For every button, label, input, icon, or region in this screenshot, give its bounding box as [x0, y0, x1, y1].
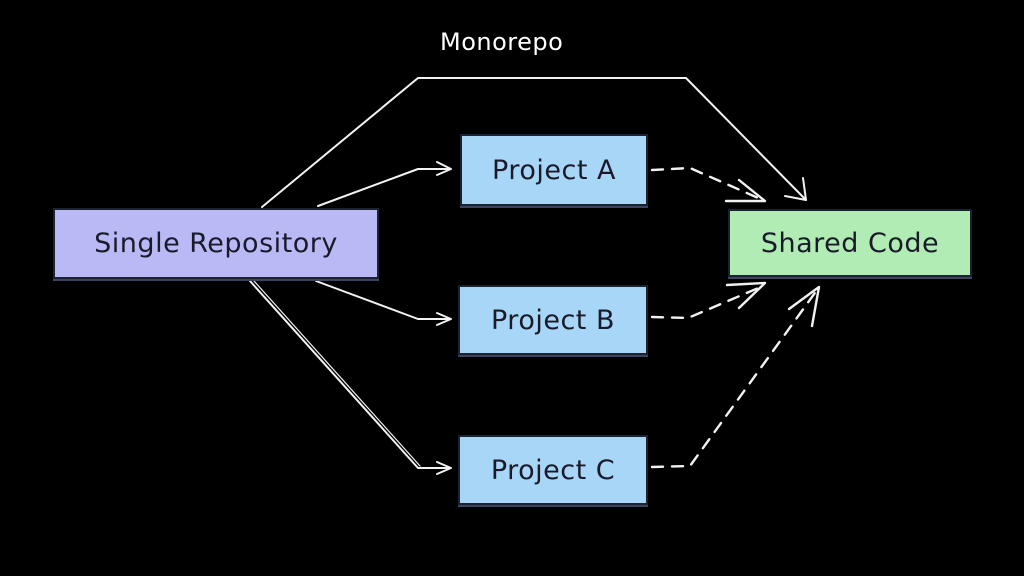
edge-single-to-project-a — [317, 168, 451, 207]
edge-single-to-project-c-double — [253, 280, 421, 467]
node-project-a[interactable]: Project A — [460, 134, 648, 206]
arrowhead-project-c — [436, 461, 452, 475]
node-project-b[interactable]: Project B — [458, 285, 648, 355]
edge-project-c-to-shared — [650, 288, 819, 469]
arrowhead-shared-from-b — [725, 281, 767, 310]
arrowhead-shared-from-a — [724, 178, 767, 203]
diagram-title: Monorepo — [440, 28, 564, 56]
node-project-c[interactable]: Project C — [458, 435, 648, 505]
edge-single-to-project-b — [315, 280, 451, 320]
edge-single-to-project-c — [249, 280, 451, 469]
node-single-repository[interactable]: Single Repository — [53, 208, 379, 279]
node-label: Project A — [492, 154, 616, 186]
node-label: Shared Code — [760, 227, 940, 259]
arrowhead-project-b — [436, 312, 452, 326]
node-label: Project C — [490, 454, 616, 486]
node-label: Single Repository — [94, 228, 338, 259]
edge-project-b-to-shared — [650, 284, 765, 320]
edge-project-a-to-shared — [650, 166, 767, 203]
arrowhead-shared-from-c — [787, 285, 821, 328]
edge-single-to-shared — [261, 77, 807, 208]
arrowhead-project-a — [436, 161, 452, 176]
arrowhead-shared-top — [784, 177, 807, 201]
node-shared-code[interactable]: Shared Code — [728, 209, 972, 277]
node-label: Project B — [491, 304, 615, 336]
